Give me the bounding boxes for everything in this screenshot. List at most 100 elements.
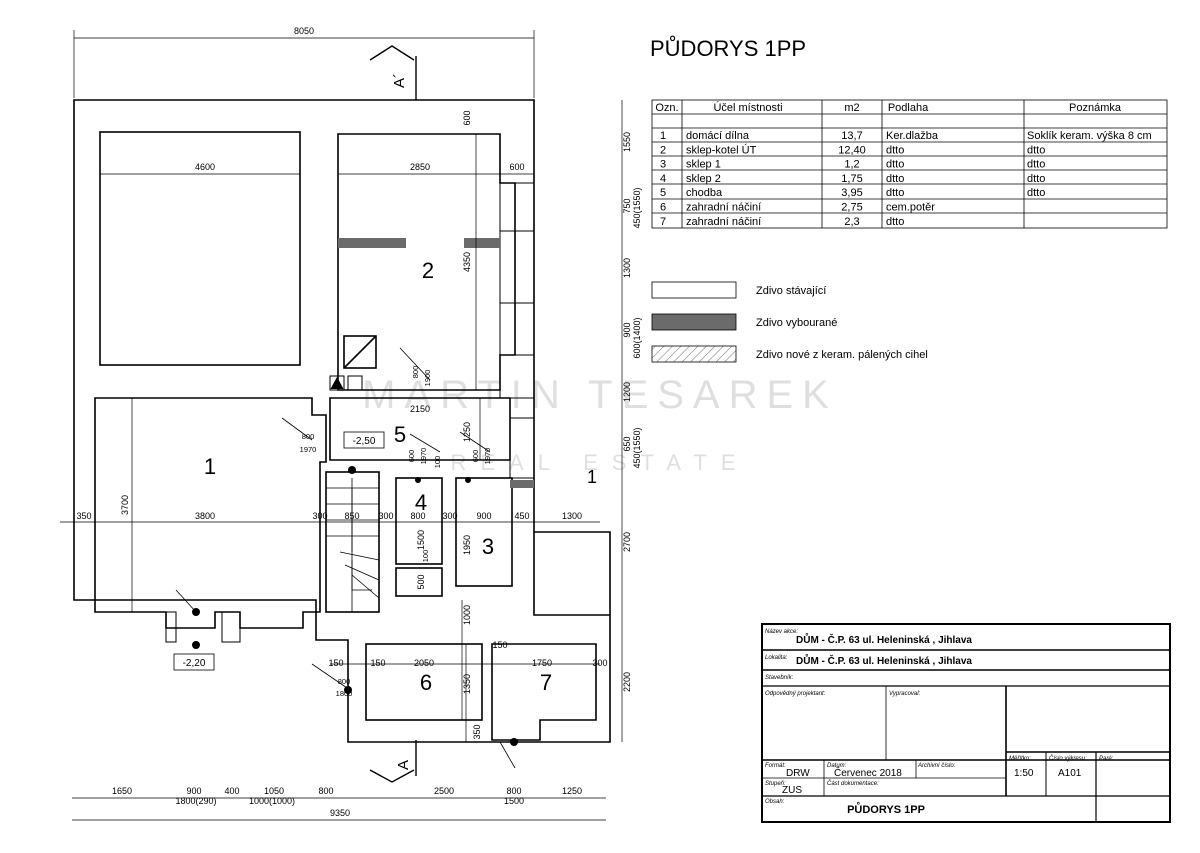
tb-obsah-label: Obsah: — [765, 799, 785, 805]
table-cell-6-2: 2,3 — [844, 216, 859, 228]
bdim-1650: 1650 — [112, 786, 132, 796]
dimension-labels: 8050 4600 2850 600 600 3700 350 3800 300… — [76, 26, 607, 740]
tb-cislo-label: Číslo výkresu: — [1049, 755, 1087, 762]
room-number-2: 2 — [422, 258, 434, 283]
door-label-8: 800 — [338, 677, 351, 686]
dim-150c: 150 — [492, 640, 507, 650]
door-labels: 800 1970 800 1900 600 1970 600 1970 800 … — [300, 366, 492, 698]
table-cell-5-3: cem.potěr — [886, 202, 935, 214]
dim-900: 900 — [476, 511, 491, 521]
dim-1000: 1000 — [462, 605, 472, 625]
dim-4350: 4350 — [462, 252, 472, 272]
table-cell-1-3: dtto — [886, 144, 904, 156]
window-bottom-left — [221, 611, 241, 643]
bdim-2500: 2500 — [434, 786, 454, 796]
tb-lokalita-label: Lokalita: — [765, 655, 788, 661]
table-cell-2-0: 3 — [660, 159, 666, 171]
rdim-650: 650 — [622, 436, 632, 451]
rdim-1300: 1300 — [622, 258, 632, 278]
table-cell-0-4: Soklík keram. výška 8 cm — [1027, 130, 1152, 142]
tb-format: DRW — [786, 768, 810, 779]
title-block — [761, 623, 1171, 823]
rdim-750: 750 — [622, 198, 632, 213]
table-cell-0-1: domácí dílna — [686, 130, 750, 142]
bdim-800: 800 — [318, 786, 333, 796]
table-cell-0-0: 1 — [660, 130, 666, 142]
dim-2050: 2050 — [414, 658, 434, 668]
demolished-walls — [338, 238, 534, 488]
tb-meritko-label: Měřítko: — [1009, 756, 1031, 762]
bdim-1250: 1250 — [562, 786, 582, 796]
dim-450: 450 — [514, 511, 529, 521]
room-number-6: 6 — [420, 670, 432, 695]
door-label-1: 1970 — [300, 445, 317, 454]
dim-300c: 300 — [442, 511, 457, 521]
table-cell-4-0: 5 — [660, 187, 666, 199]
table-cell-2-4: dtto — [1027, 159, 1045, 171]
room-2-boiler — [343, 335, 377, 369]
table-cell-2-1: sklep 1 — [686, 159, 721, 171]
legend-label-0: Zdivo stávající — [756, 285, 826, 297]
room-4-lower — [395, 567, 443, 597]
bdim-800b: 800 — [506, 786, 521, 796]
table-cell-3-1: sklep 2 — [686, 173, 721, 185]
table-cell-3-0: 4 — [660, 173, 666, 185]
watermark-line1: MARTIN TESAREK — [362, 373, 838, 417]
table-header-2: m2 — [844, 102, 859, 114]
table-cell-3-3: dtto — [886, 173, 904, 185]
door-label-2: 800 — [411, 366, 420, 379]
tb-nazev: DŮM - Č.P. 63 ul. Heleninská , Jihlava — [796, 632, 972, 646]
bdim-total: 9350 — [330, 808, 350, 818]
table-cell-3-2: 1,75 — [841, 173, 862, 185]
table-cell-0-3: Ker.dlažba — [886, 130, 939, 142]
page-title: PŮDORYS 1PP — [650, 36, 806, 61]
table-cell-5-2: 2,75 — [841, 202, 862, 214]
dim-3700: 3700 — [120, 495, 130, 515]
dim-1950: 1950 — [462, 535, 472, 555]
tb-obsah: PŮDORYS 1PP — [847, 802, 925, 816]
table-cell-1-1: sklep-kotel ÚT — [686, 143, 757, 156]
room-3-walls — [455, 477, 513, 587]
bdim-400: 400 — [224, 786, 239, 796]
table-header-1: Účel místnosti — [713, 101, 782, 114]
door-label-0: 800 — [302, 432, 315, 441]
door-label-6: 600 — [471, 450, 480, 463]
section-mark-top: A´ — [391, 73, 408, 88]
dim-600a: 600 — [509, 162, 524, 172]
room-number-7: 7 — [540, 670, 552, 695]
door-swings — [175, 347, 516, 769]
dim-1350: 1350 — [462, 674, 472, 694]
outer-wall — [73, 99, 611, 743]
door-label-5: 1970 — [419, 448, 428, 465]
watermark: MARTIN TESAREK REAL ESTATE — [362, 373, 838, 475]
tb-nazev-label: Název akce: — [765, 629, 798, 635]
tb-stupen-label: Stupeň: — [765, 781, 786, 787]
door-label-10: 100 — [433, 456, 442, 469]
door-label-7: 1970 — [483, 448, 492, 465]
dim-150a: 150 — [328, 658, 343, 668]
dim-850: 850 — [344, 511, 359, 521]
bdim-900: 900 — [186, 786, 201, 796]
rdim-1550: 1550 — [622, 132, 632, 152]
table-cell-1-4: dtto — [1027, 144, 1045, 156]
table-cell-2-2: 1,2 — [844, 159, 859, 171]
dim-350b: 350 — [472, 724, 482, 739]
small-symbols — [329, 375, 363, 391]
room-number-3: 3 — [482, 534, 494, 559]
tb-cislo: A101 — [1058, 768, 1082, 779]
room-6-walls — [365, 643, 483, 721]
bdim-1000-1000: 1000(1000) — [249, 796, 295, 806]
room-number-1: 1 — [204, 454, 216, 479]
rdim-900: 900 — [622, 322, 632, 337]
table-cell-4-4: dtto — [1027, 187, 1045, 199]
tb-lokalita: DŮM - Č.P. 63 ul. Heleninská , Jihlava — [796, 653, 972, 667]
table-cell-6-0: 7 — [660, 216, 666, 228]
stair-steps — [326, 478, 380, 612]
table-cell-1-0: 2 — [660, 144, 666, 156]
dim-1500: 1500 — [416, 530, 426, 550]
rooms-table — [651, 99, 1168, 229]
door-markers — [192, 466, 518, 746]
tb-datum: Červenec 2018 — [834, 766, 902, 779]
